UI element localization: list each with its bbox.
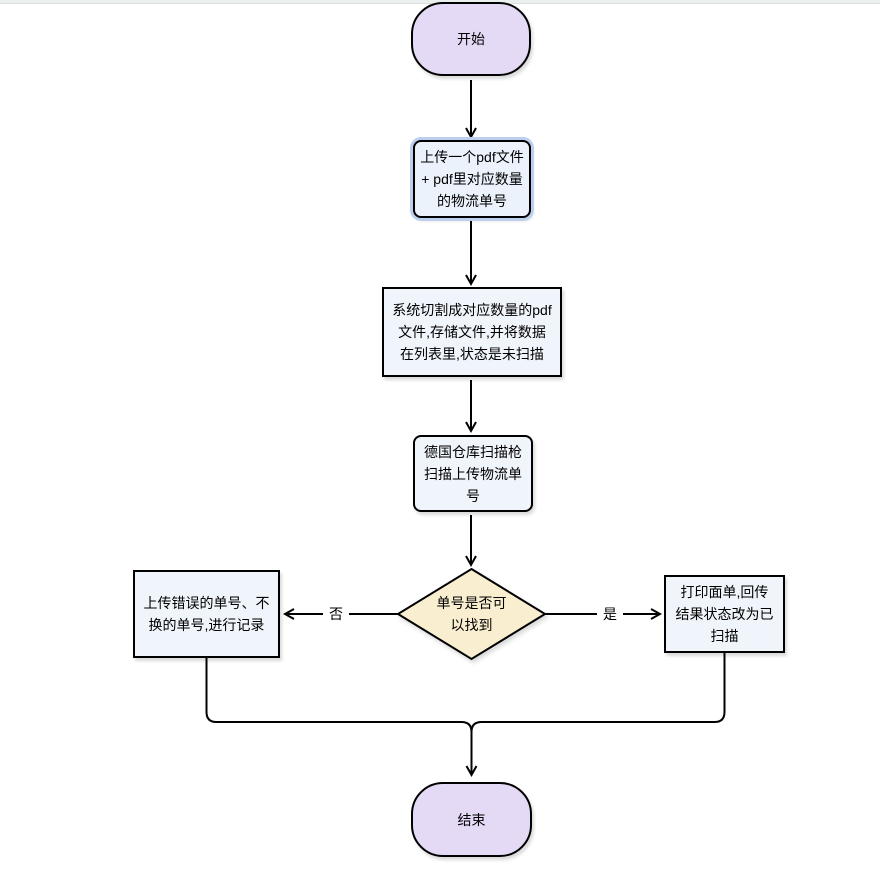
node-end[interactable]: 结束: [411, 782, 532, 857]
node-print-label[interactable]: 打印面单,回传 结果状态改为已 扫描: [664, 575, 785, 653]
node-split-pdf[interactable]: 系统切割成对应数量的pdf 文件,存储文件,并将数据 在列表里,状态是未扫描: [382, 287, 562, 377]
edge-record-to-end: [205, 658, 478, 778]
node-upload-pdf[interactable]: 上传一个pdf文件 + pdf里对应数量 的物流单号: [413, 140, 531, 218]
node-split-pdf-label: 系统切割成对应数量的pdf 文件,存储文件,并将数据 在列表里,状态是未扫描: [392, 302, 552, 362]
node-warehouse-scan-label: 德国仓库扫描枪 扫描上传物流单 号: [424, 443, 522, 504]
node-start-label: 开始: [457, 31, 485, 47]
node-end-label: 结束: [457, 811, 486, 828]
node-warehouse-scan[interactable]: 德国仓库扫描枪 扫描上传物流单 号: [413, 435, 533, 512]
node-decision-diamond[interactable]: [396, 567, 547, 661]
node-record-error-label: 上传错误的单号、不 换的单号,进行记录: [143, 595, 270, 633]
node-upload-pdf-label: 上传一个pdf文件 + pdf里对应数量 的物流单号: [420, 149, 524, 209]
node-record-error[interactable]: 上传错误的单号、不 换的单号,进行记录: [133, 570, 280, 658]
node-decision-label: 单号是否可 以找到: [436, 595, 507, 633]
node-start[interactable]: 开始: [411, 2, 531, 76]
edge-label-no: 否: [323, 605, 349, 623]
edge-print-to-end: [470, 653, 726, 755]
node-print-label-text: 打印面单,回传 结果状态改为已 扫描: [675, 584, 774, 644]
edge-label-yes: 是: [597, 605, 623, 623]
decision-diamond-shape[interactable]: [396, 567, 547, 661]
